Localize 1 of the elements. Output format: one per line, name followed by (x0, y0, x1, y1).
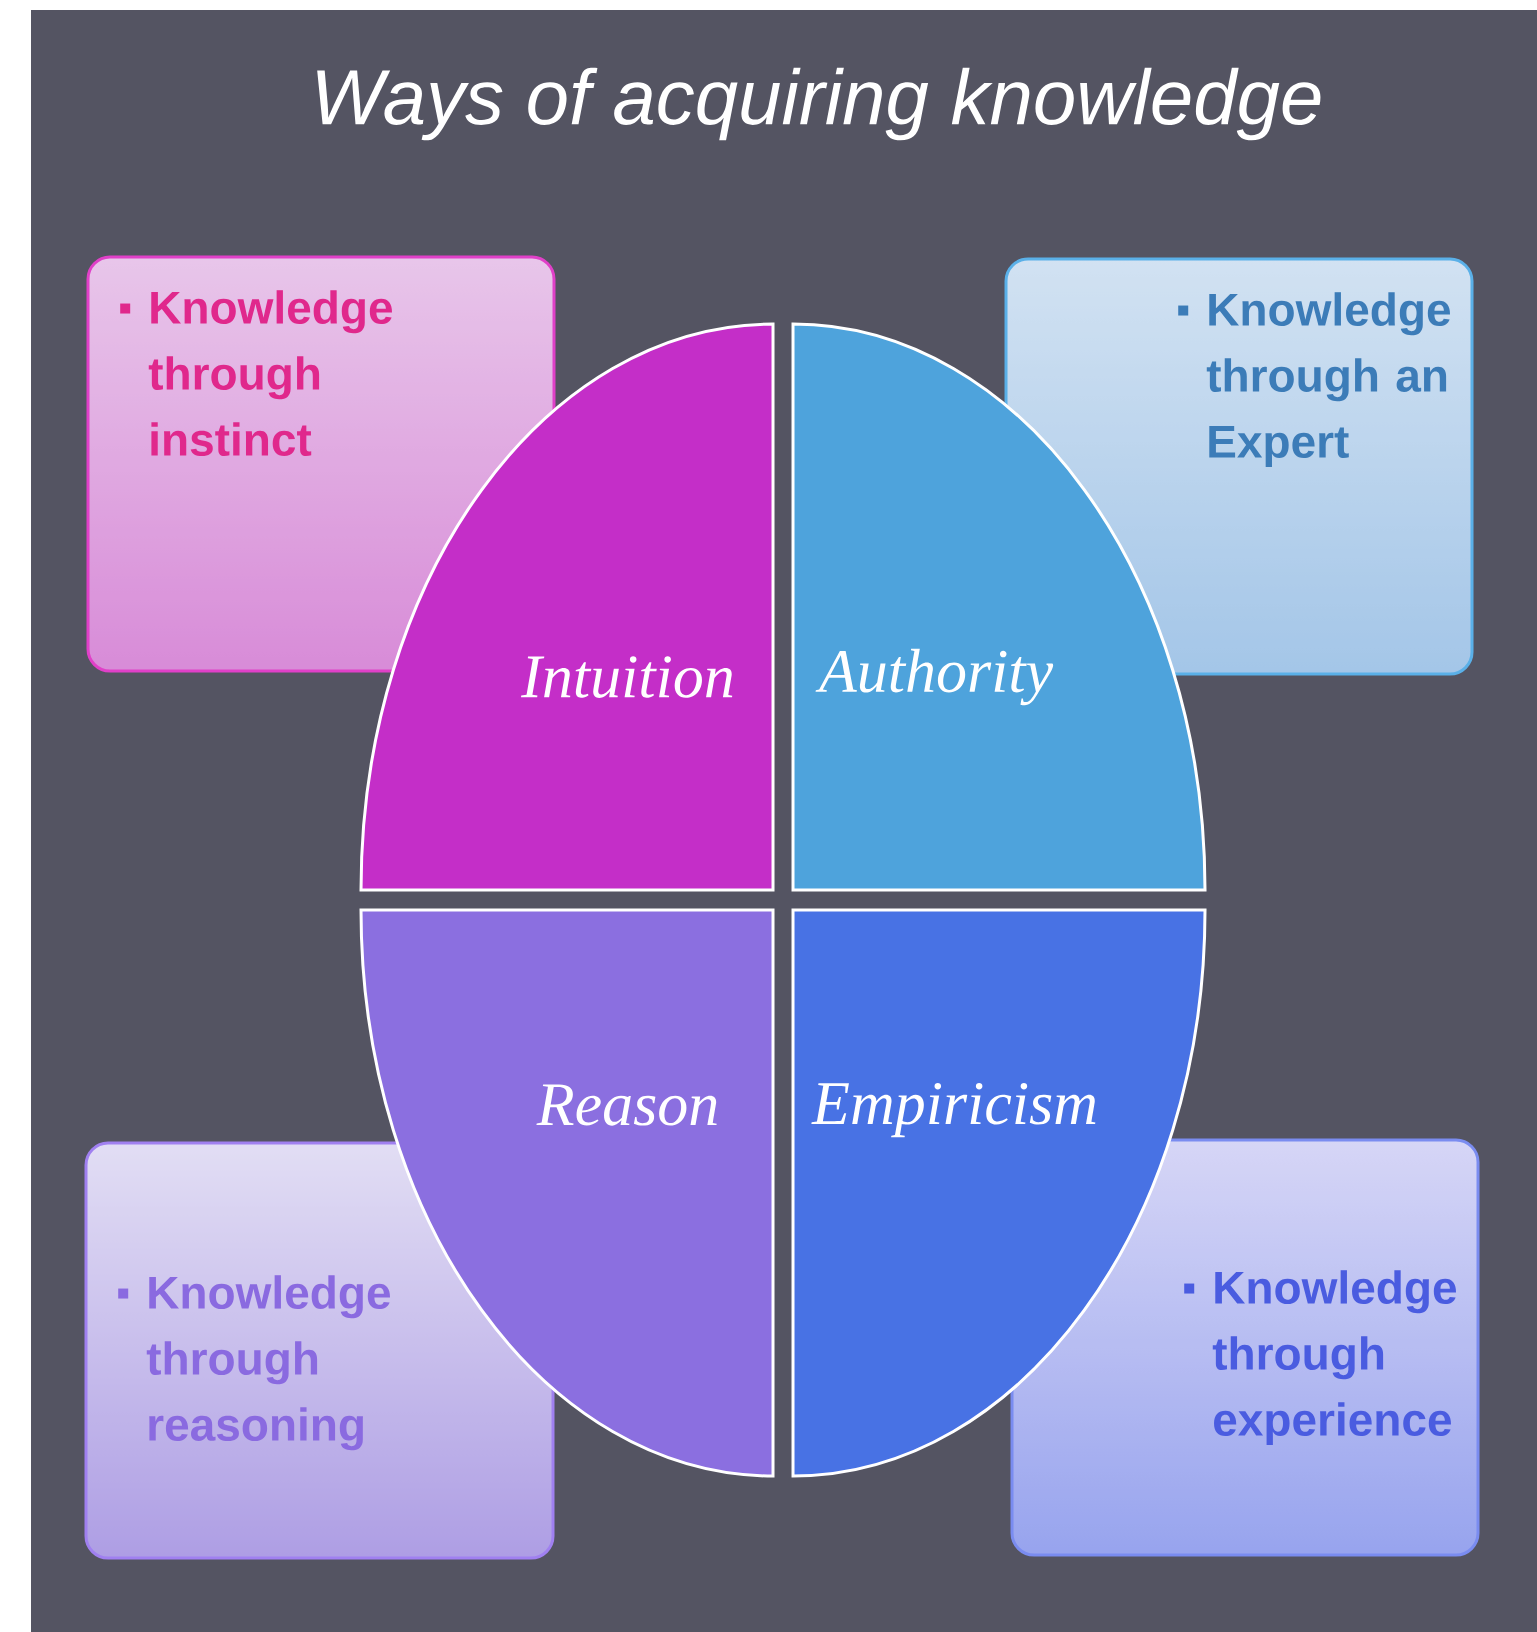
title: Ways of acquiring knowledge (317, 67, 1321, 141)
